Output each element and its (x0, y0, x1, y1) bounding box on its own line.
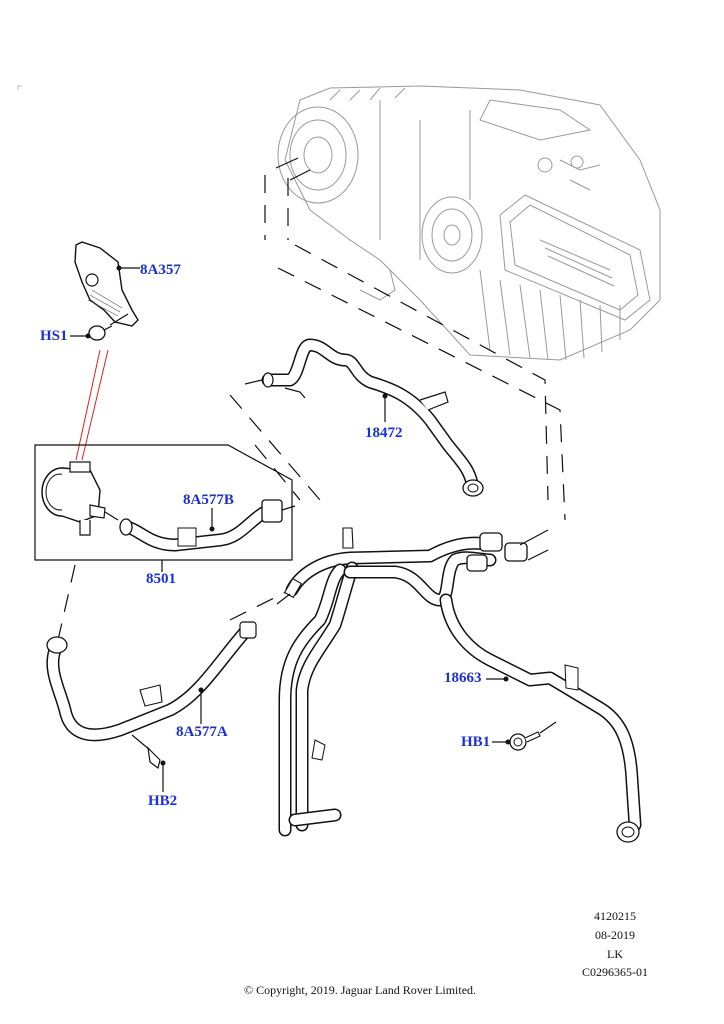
hose-18472 (244, 338, 484, 497)
corner-mark (17, 85, 22, 90)
callout-18663[interactable]: 18663 (444, 670, 482, 686)
blower-pin-leader (275, 157, 311, 181)
hose-18663 (276, 527, 642, 843)
hvac-unit-illustration (277, 85, 661, 361)
illustrator-initials: LK (607, 947, 623, 961)
illustration-date: 08-2019 (595, 928, 635, 942)
bolt-HB1 (492, 721, 557, 751)
callout-8A577A[interactable]: 8A577A (176, 724, 228, 740)
callout-18472[interactable]: 18472 (365, 425, 403, 441)
callout-8A577B[interactable]: 8A577B (183, 492, 234, 508)
callout-8501[interactable]: 8501 (146, 571, 176, 587)
auxiliary-coolant-pump (41, 461, 119, 536)
reference-code: C0296365-01 (582, 965, 648, 979)
copyright-notice: © Copyright, 2019. Jaguar Land Rover Lim… (243, 983, 477, 997)
callout-HB1[interactable]: HB1 (461, 734, 491, 750)
hose-8A577A (46, 621, 257, 751)
assembly-8501-frame (34, 444, 293, 561)
hose-8A577B (119, 499, 296, 552)
assembly-dash-lines (57, 175, 566, 641)
callout-8A357[interactable]: 8A357 (140, 262, 181, 278)
highlight-leader-lines (75, 349, 109, 461)
stud-HS1 (70, 313, 129, 341)
illustration-number: 4120215 (594, 909, 636, 923)
callout-HB2[interactable]: HB2 (148, 793, 178, 809)
callout-HS1[interactable]: HS1 (40, 328, 68, 344)
pump-bracket-8A357 (74, 241, 140, 327)
bolt-HB2 (147, 746, 166, 792)
